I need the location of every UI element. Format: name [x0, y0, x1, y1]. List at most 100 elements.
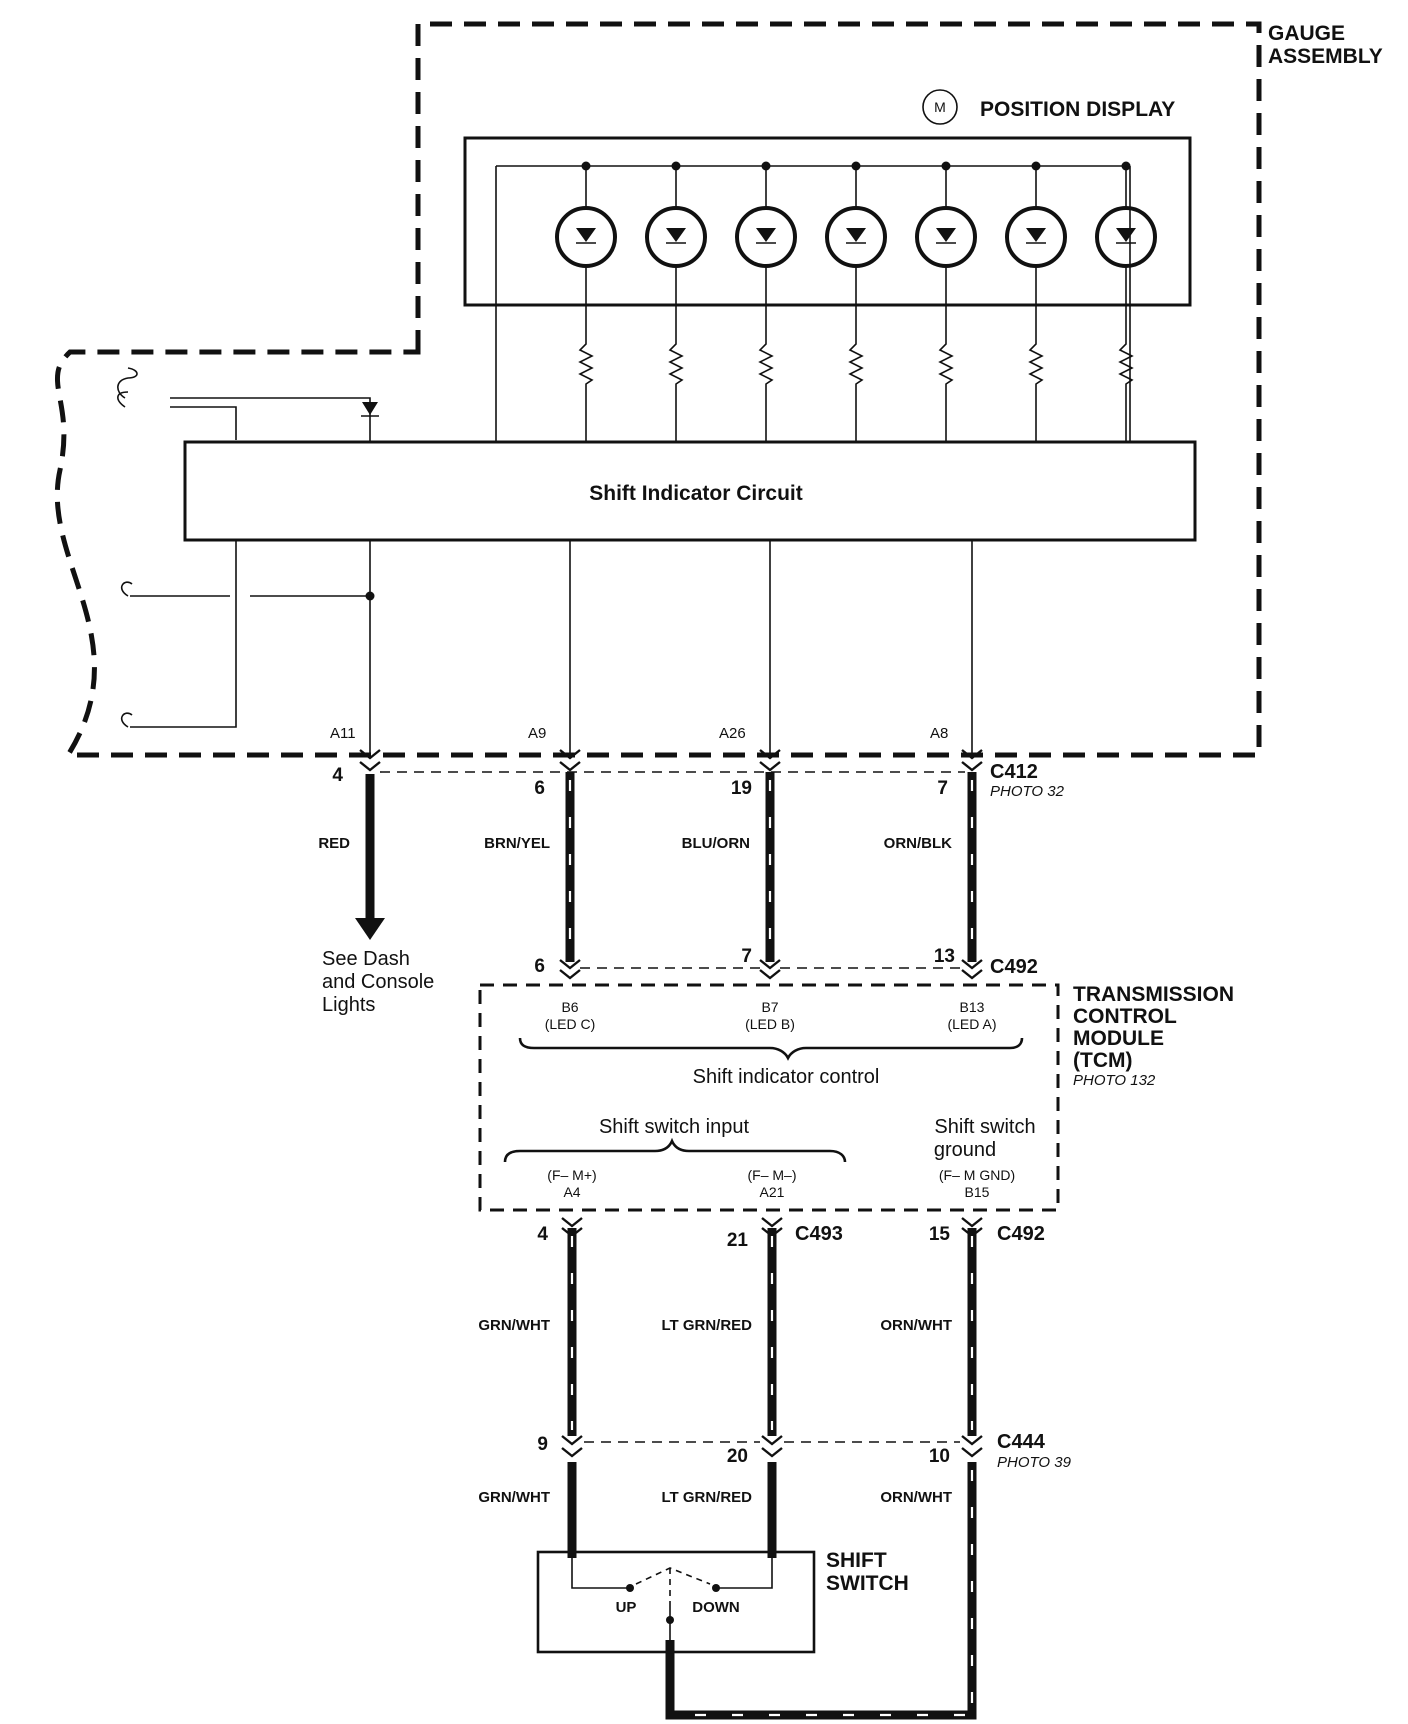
shift-switch-title-1: SHIFT — [826, 1549, 887, 1572]
terminal-icon — [961, 749, 983, 760]
wire-label-brn-yel: BRN/YEL — [484, 835, 550, 852]
c444-terminals — [561, 1435, 983, 1458]
wire-label-orn-blk: ORN/BLK — [884, 835, 952, 852]
terminal-icon — [561, 1435, 583, 1446]
tcm-led-b: (LED B) — [745, 1016, 795, 1032]
tcm-title-4: (TCM) — [1073, 1049, 1132, 1072]
terminal-icon — [961, 1447, 983, 1458]
shift-switch-ground-label-2: ground — [934, 1139, 996, 1161]
resistor-icon — [1118, 264, 1134, 442]
dash-note-2: and Console — [322, 971, 434, 993]
position-display-label: POSITION DISPLAY — [980, 98, 1175, 121]
c412-photo: PHOTO 32 — [990, 783, 1065, 800]
switch-contacts-wiring — [571, 1556, 773, 1589]
terminal-icon — [961, 1217, 983, 1228]
terminal-icon — [559, 761, 581, 772]
gauge-assembly-outline — [54, 21, 1262, 758]
terminal-icon — [759, 959, 781, 970]
pin-a9: A9 — [528, 725, 546, 742]
arrow-down-icon — [355, 918, 385, 940]
diode-icon — [362, 402, 378, 415]
led-icon — [1005, 161, 1067, 442]
terminal-icon — [761, 1435, 783, 1446]
pin-a8: A8 — [930, 725, 948, 742]
wire-label-lt-grn-red-lower: LT GRN/RED — [661, 1489, 752, 1506]
c412-terminals — [359, 749, 983, 772]
c412-pin-4: 4 — [332, 765, 343, 786]
shift-indicator-circuit-box — [183, 440, 1197, 542]
contact-up — [626, 1584, 634, 1592]
resistor-icon — [668, 264, 684, 442]
gauge-assembly-title-2: ASSEMBLY — [1268, 45, 1383, 68]
wire-label-grn-wht-lower: GRN/WHT — [478, 1489, 550, 1506]
terminal-icon — [559, 749, 581, 760]
shift-switch-ground-label-1: Shift switch — [934, 1116, 1035, 1138]
c492-pin-7: 7 — [741, 946, 752, 967]
led-icon — [915, 161, 977, 442]
terminal-icon — [359, 761, 381, 772]
c492-top-name: C492 — [990, 956, 1038, 978]
c493-pin-21: 21 — [727, 1230, 749, 1251]
shift-switch-title-2: SWITCH — [826, 1572, 909, 1595]
terminal-icon — [559, 969, 581, 980]
terminal-icon — [561, 1217, 583, 1228]
meter-icon — [922, 89, 958, 125]
terminal-icon — [559, 959, 581, 970]
terminal-icon — [961, 1435, 983, 1446]
terminal-icon — [961, 959, 983, 970]
tcm-pin-b7: B7 — [761, 999, 778, 1015]
terminal-icon — [759, 761, 781, 772]
switch-lever — [635, 1567, 711, 1605]
tcm-outline — [478, 983, 1060, 1212]
switch-up-label: UP — [616, 1599, 637, 1616]
c444-pin-20: 20 — [727, 1446, 748, 1467]
switch-common — [666, 1616, 674, 1624]
c492-pin-13: 13 — [934, 946, 955, 967]
resistor-icon — [758, 264, 774, 442]
switch-down-label: DOWN — [692, 1599, 740, 1616]
tcm-pin-a21: A21 — [760, 1184, 785, 1200]
wire-label-lt-grn-red: LT GRN/RED — [661, 1317, 752, 1334]
meter-symbol: M — [934, 99, 946, 115]
tcm-led-c: (LED C) — [545, 1016, 596, 1032]
led-icon — [645, 161, 707, 442]
contact-down — [712, 1584, 720, 1592]
led-icon — [1095, 161, 1157, 442]
tcm-pin-b13: B13 — [960, 999, 985, 1015]
terminal-icon — [759, 969, 781, 980]
c493-pin-4: 4 — [537, 1224, 548, 1245]
fuse-icon-1 — [117, 367, 138, 399]
tcm-pin-b6: B6 — [561, 999, 578, 1015]
position-display-box — [463, 136, 1192, 307]
terminal-icon — [961, 969, 983, 980]
tcm-f-m-plus: (F– M+) — [547, 1167, 596, 1183]
dash-note-1: See Dash — [322, 948, 410, 970]
tcm-photo: PHOTO 132 — [1073, 1072, 1156, 1089]
shift-indicator-control-brace — [518, 1037, 1024, 1061]
c492-bottom-name: C492 — [997, 1223, 1045, 1245]
terminal-icon — [359, 749, 381, 760]
c493-name: C493 — [795, 1223, 843, 1245]
wire-label-orn-wht-lower: ORN/WHT — [880, 1489, 952, 1506]
terminal-icon — [759, 749, 781, 760]
resistor-icon — [578, 264, 594, 442]
resistor-icon — [938, 264, 954, 442]
c492-pin-15: 15 — [929, 1224, 951, 1245]
feed-wire-bottom — [130, 540, 237, 728]
c412-pin-7: 7 — [937, 778, 948, 799]
wire-label-red: RED — [318, 835, 350, 852]
c412-pin-19: 19 — [731, 778, 752, 799]
tcm-title-3: MODULE — [1073, 1027, 1164, 1050]
dash-note-3: Lights — [322, 994, 375, 1016]
shift-indicator-circuit-label: Shift Indicator Circuit — [589, 482, 803, 505]
tcm-title-1: TRANSMISSION — [1073, 983, 1234, 1006]
terminal-icon — [961, 761, 983, 772]
wire-label-grn-wht: GRN/WHT — [478, 1317, 550, 1334]
wire-label-orn-wht: ORN/WHT — [880, 1317, 952, 1334]
c444-pin-9: 9 — [537, 1434, 548, 1455]
wire-label-blu-orn: BLU/ORN — [682, 835, 750, 852]
c412-name: C412 — [990, 761, 1038, 783]
pin-a26: A26 — [719, 725, 746, 742]
fuse-icon-4 — [120, 712, 133, 728]
shift-switch-input-label: Shift switch input — [599, 1116, 750, 1138]
